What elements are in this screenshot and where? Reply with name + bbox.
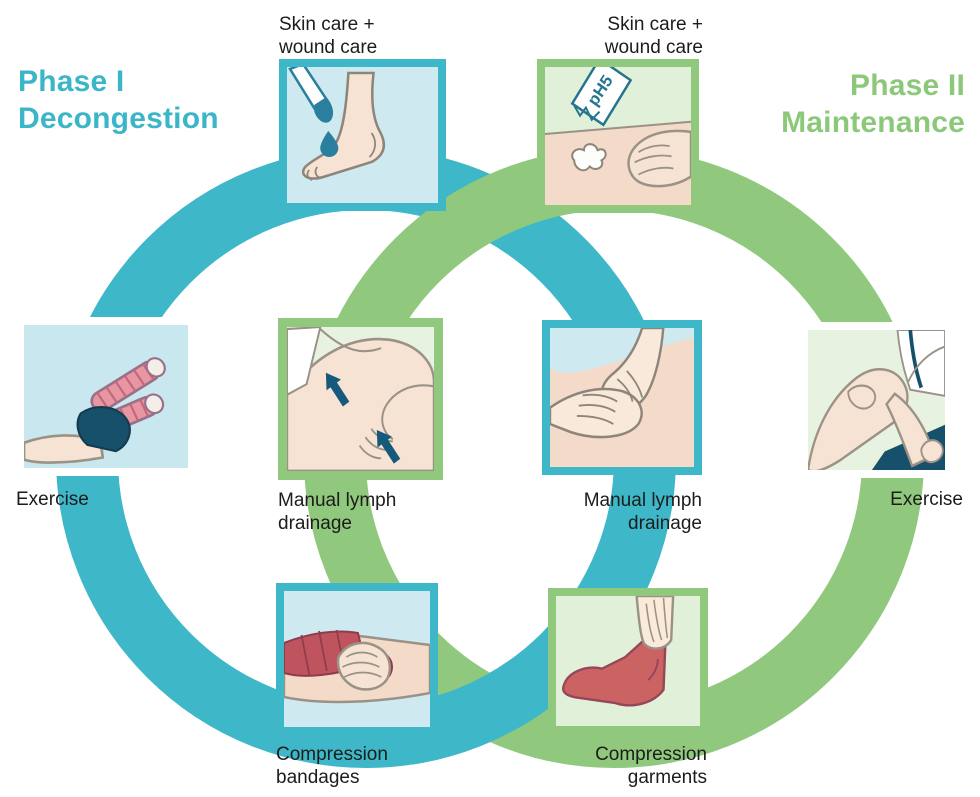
phase1-exercise-label: Exercise [16, 488, 89, 511]
shorts [76, 406, 131, 453]
shirt-strap [908, 330, 923, 389]
phase1-title-line2: Decongestion [18, 102, 219, 135]
lower-hand [550, 387, 643, 439]
arm [287, 337, 434, 471]
body-on-floor [24, 434, 105, 464]
phase2-title-line1: Phase II [850, 69, 965, 102]
phase1-compression-card [276, 583, 438, 735]
brush-bristles-icon [314, 97, 334, 123]
thigh [808, 368, 909, 470]
stocking-pull-illustration [556, 596, 700, 726]
label-line: Skin care + [607, 14, 703, 35]
phase1-exercise-card [16, 317, 196, 476]
phase1-mld-card [278, 318, 443, 480]
bandaged-leg-upper [90, 357, 166, 412]
legs-raised-bandaged-illustration [24, 325, 188, 468]
phase2-skin-care-card: pH5 [537, 59, 699, 213]
drainage-arrow-icon [376, 429, 401, 464]
shoulder-contour [319, 328, 382, 353]
foot-detail-lines [306, 132, 376, 181]
foot-icon [301, 71, 386, 180]
bandage-wrapping-illustration [284, 591, 430, 727]
label-line: Manual lymph [583, 490, 702, 511]
finger-lines [645, 597, 669, 643]
phase2-mld-label: Manual lymph drainage [584, 489, 702, 535]
arm-massage-arrows-illustration [287, 327, 434, 471]
phase1-compression-label: Compression bandages [276, 743, 388, 789]
phase2-exercise-label: Exercise [890, 488, 963, 511]
label-line: wound care [604, 37, 703, 58]
skin-edge-line [545, 120, 691, 135]
phase2-title-line2: Maintenance [781, 106, 965, 139]
finger-lines [342, 651, 382, 678]
label-line: drainage [628, 513, 702, 534]
phase1-skin-care-label: Skin care + wound care [279, 13, 377, 59]
brush-foot-illustration [287, 67, 438, 203]
phase1-title-line1: Phase I [18, 65, 125, 98]
hands-massage-illustration [550, 328, 694, 467]
finger-lines [634, 144, 674, 176]
phase2-mld-card [542, 320, 702, 475]
arm-line [907, 345, 945, 382]
cream-dollop-icon [571, 143, 607, 172]
label-line: garments [627, 767, 707, 788]
phase2-title: Phase II Maintenance [781, 67, 965, 141]
phase2-exercise-card [800, 322, 953, 478]
hand-on-foot [920, 439, 944, 464]
phase1-mld-label: Manual lymph drainage [278, 489, 396, 535]
ph5-cream-hand-illustration: pH5 [545, 67, 691, 205]
label-line: Manual lymph [278, 490, 397, 511]
label-line: Compression [276, 744, 388, 765]
label-line: drainage [278, 513, 352, 534]
phase2-compression-label: Compression garments [595, 743, 707, 789]
finger-lines [576, 370, 643, 425]
sleeve [287, 327, 322, 396]
label-line: wound care [279, 37, 378, 58]
hand-on-knee [847, 384, 877, 410]
drop-icon [320, 131, 339, 157]
phase1-skin-care-card [279, 59, 446, 211]
label-line: Exercise [890, 489, 963, 510]
label-line: Exercise [16, 489, 89, 510]
phase2-compression-card [548, 588, 708, 734]
massaging-hand-contour [381, 384, 434, 441]
knee-stretch-illustration [808, 330, 945, 470]
label-line: bandages [276, 767, 360, 788]
label-line: Skin care + [279, 14, 375, 35]
phase1-title: Phase I Decongestion [18, 63, 219, 137]
phase2-skin-care-label: Skin care + wound care [605, 13, 703, 59]
label-line: Compression [595, 744, 707, 765]
tube-crimp-lines [573, 105, 601, 122]
drainage-arrow-icon [325, 372, 350, 407]
